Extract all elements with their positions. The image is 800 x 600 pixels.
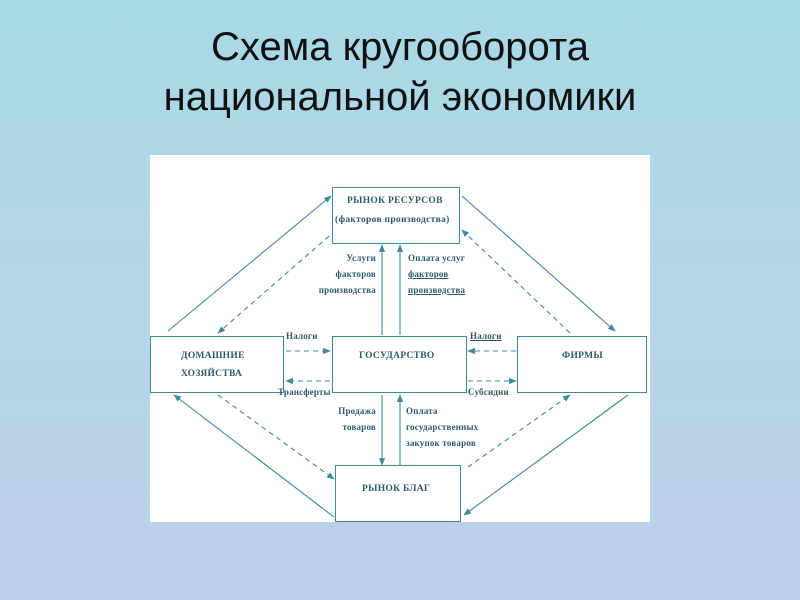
resource-market-node: РЫНОК РЕСУРСОВ (факторов производства) xyxy=(332,187,460,244)
title-line-2: национальной экономики xyxy=(163,75,637,119)
label-payment-gov-purchases: Оплата государственных закупок товаров xyxy=(406,406,479,448)
title-line-1: Схема кругооборота xyxy=(211,25,589,69)
households-line-2: ХОЗЯЙСТВА xyxy=(181,369,243,379)
firms-node: ФИРМЫ xyxy=(517,336,647,393)
firms-label: ФИРМЫ xyxy=(562,351,603,361)
households-line-1: ДОМАШНИЕ xyxy=(181,351,245,361)
arrow-households-to-resource-market xyxy=(167,195,332,332)
label-transfers: Трансферты xyxy=(278,387,331,397)
circular-flow-diagram: РЫНОК РЕСУРСОВ (факторов производства) Д… xyxy=(150,155,650,522)
label-payment-factors: Оплата услуг факторов производства xyxy=(408,253,466,295)
slide-title: Схема кругооборота национальной экономик… xyxy=(0,22,800,122)
arrow-goods-market-to-households xyxy=(173,394,335,518)
arrow-households-to-goods-market-dashed xyxy=(217,394,335,480)
government-node: ГОСУДАРСТВО xyxy=(332,336,467,393)
goods-market-label: РЫНОК БЛАГ xyxy=(362,484,431,494)
label-taxes-right: Налоги xyxy=(470,331,502,341)
resource-market-subtitle: (факторов производства) xyxy=(335,215,450,225)
arrow-firms-to-goods-market xyxy=(463,394,629,516)
label-services-factors: Услуги факторов производства xyxy=(318,253,376,295)
goods-market-node: РЫНОК БЛАГ xyxy=(335,465,461,522)
arrow-firms-to-resource-market-dashed xyxy=(461,229,571,334)
label-sale-goods: Продажа товаров xyxy=(338,406,376,432)
label-subsidies: Субсидии xyxy=(468,387,509,397)
label-taxes-left: Налоги xyxy=(286,331,318,341)
flow-arrows xyxy=(167,195,629,518)
arrow-resource-market-to-households-dashed xyxy=(217,229,337,334)
arrow-goods-market-to-firms-dashed xyxy=(467,394,571,468)
resource-market-title: РЫНОК РЕСУРСОВ xyxy=(347,196,443,206)
arrow-resource-market-to-firms xyxy=(461,195,616,332)
government-label: ГОСУДАРСТВО xyxy=(359,351,435,361)
households-node: ДОМАШНИЕ ХОЗЯЙСТВА xyxy=(150,336,284,393)
